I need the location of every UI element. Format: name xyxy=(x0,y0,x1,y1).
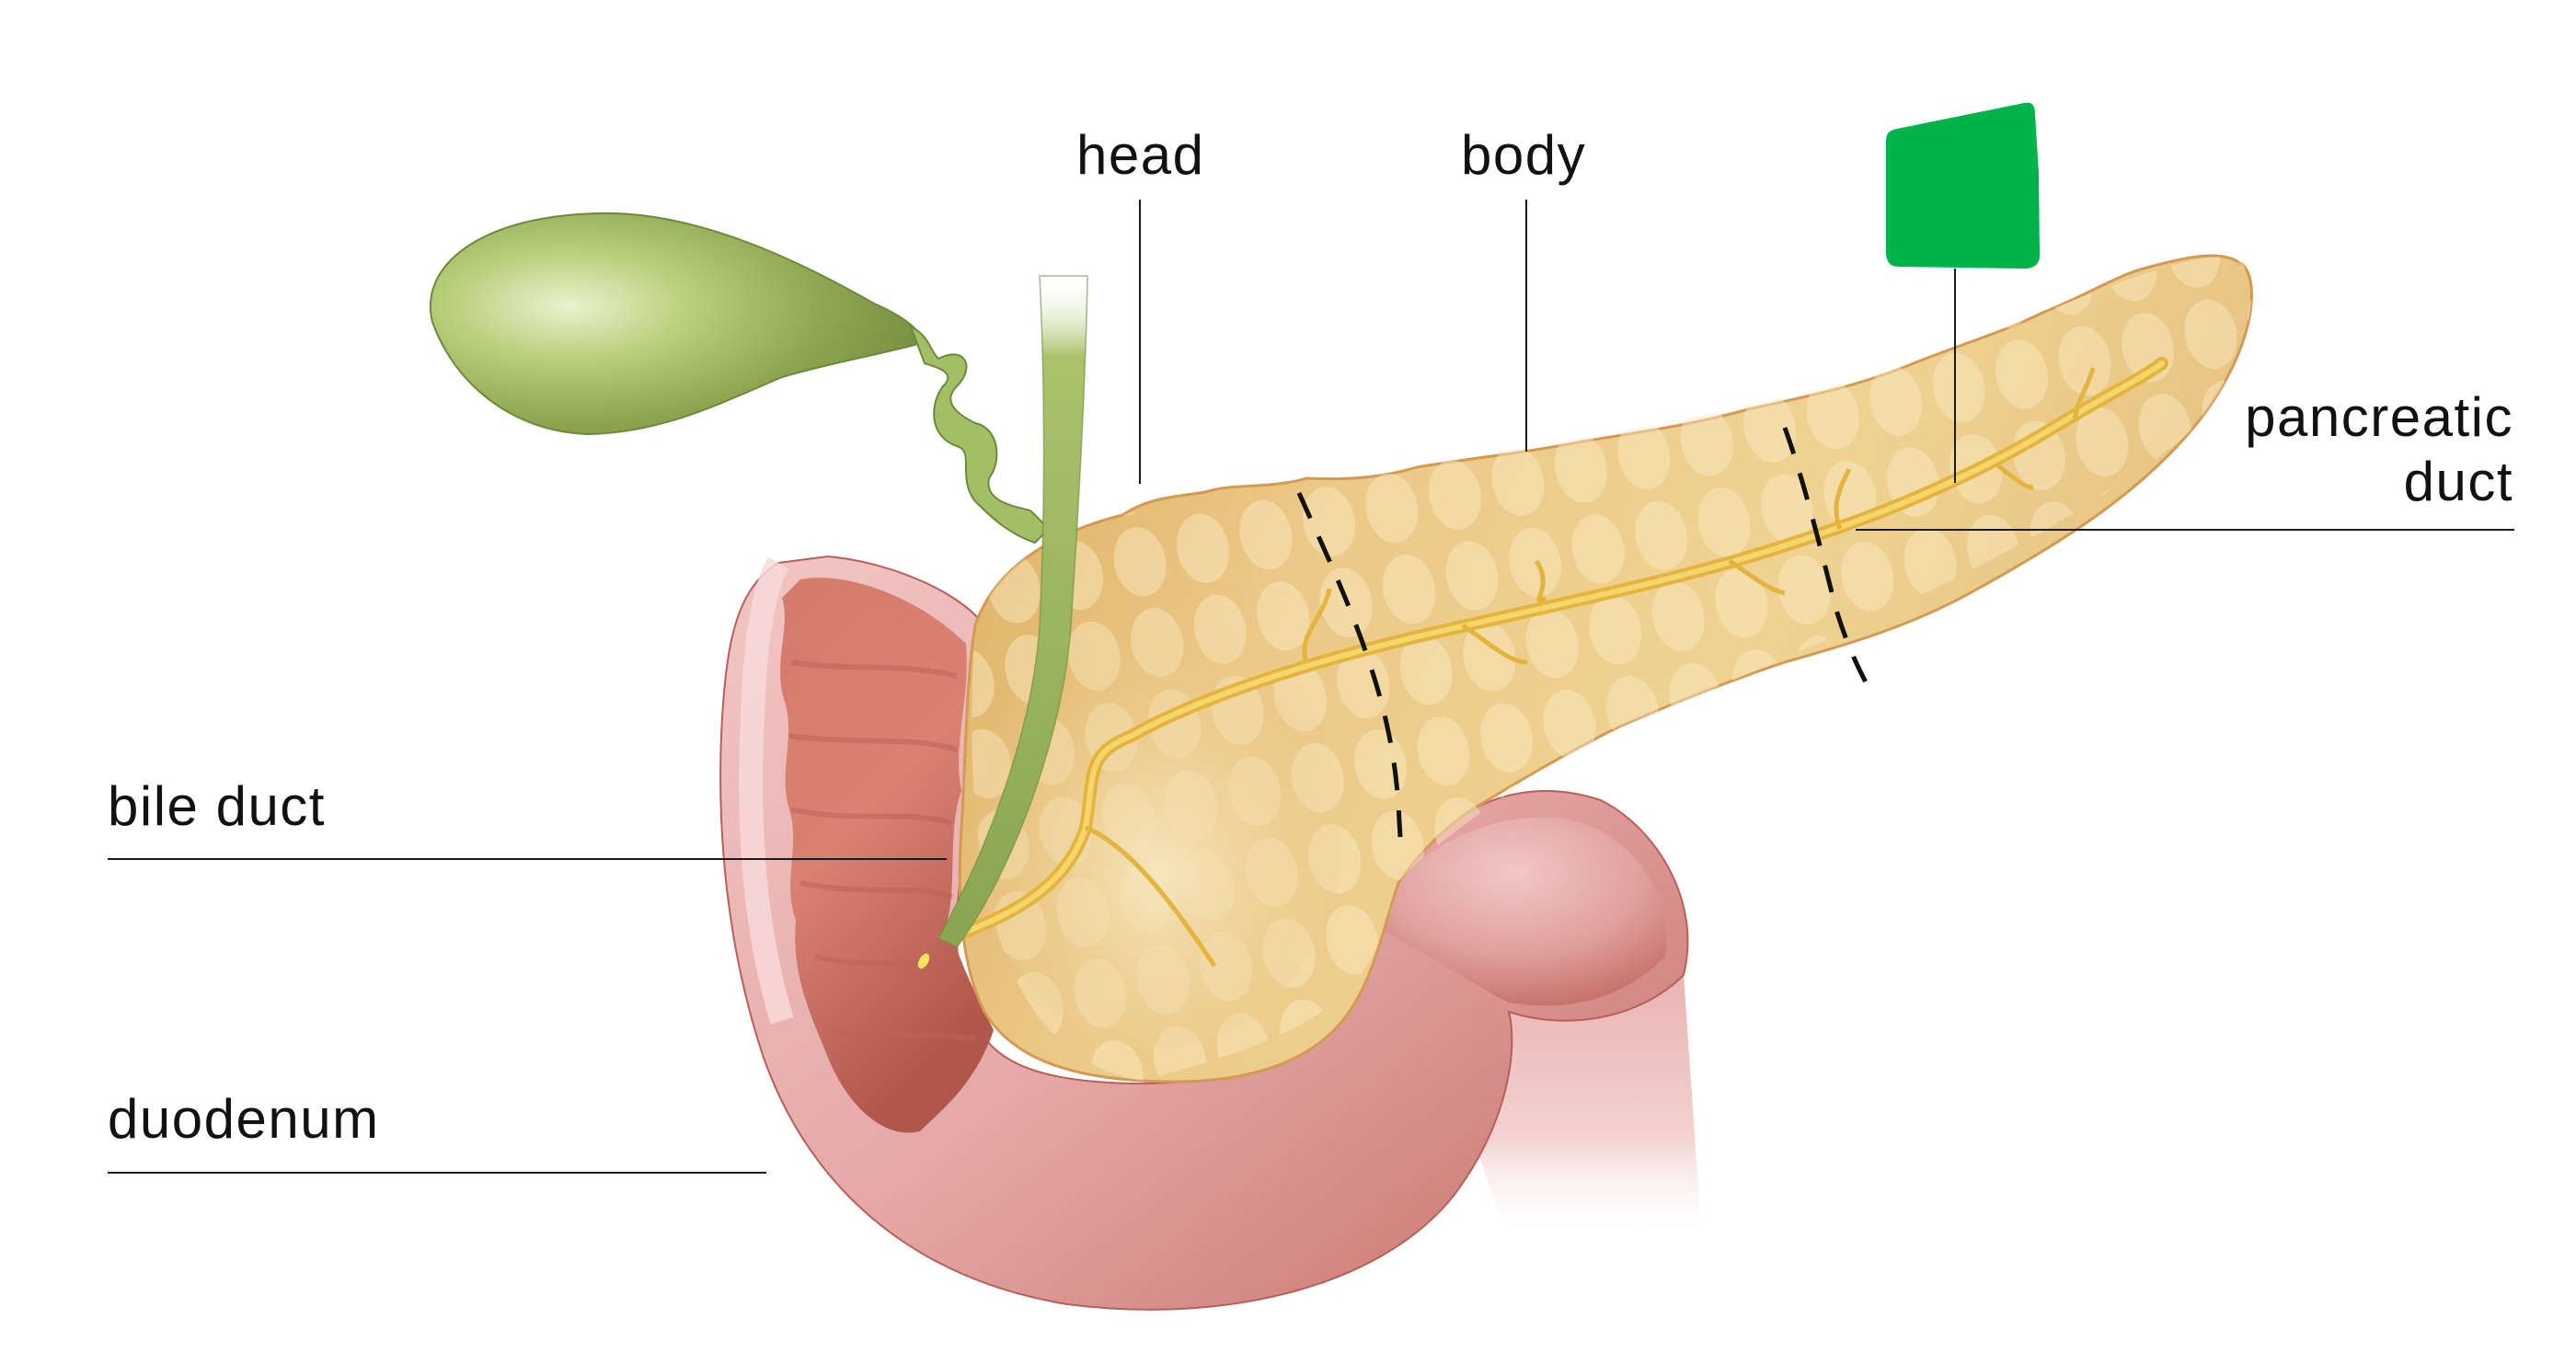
label-pancreatic-duct-line1: pancreatic xyxy=(2245,386,2513,448)
label-pancreatic-duct-line2: duct xyxy=(2403,451,2513,512)
label-duodenum: duodenum xyxy=(108,1088,380,1150)
leader-line-bile-duct xyxy=(108,858,947,860)
label-head: head xyxy=(1076,124,1205,186)
leader-line-head xyxy=(1139,200,1141,484)
duct-branches xyxy=(1085,367,2096,968)
leader-line-body xyxy=(1525,200,1527,452)
divider-head-body xyxy=(1296,491,1403,838)
common-bile-duct xyxy=(937,275,1088,948)
cystic-duct xyxy=(909,324,1051,544)
gallbladder-shape xyxy=(430,212,926,436)
ampulla xyxy=(917,953,930,969)
divider-body-tail xyxy=(1782,427,1872,692)
leader-line-tail xyxy=(1954,269,1956,483)
redaction-mask-tail-label xyxy=(1884,90,2042,270)
label-body: body xyxy=(1461,124,1587,186)
redaction-mask-shape xyxy=(1886,102,2040,269)
duodenum-rim xyxy=(739,556,794,1025)
duodenum-bend-highlight xyxy=(1362,817,1667,1006)
leader-line-pancreatic-duct xyxy=(1856,529,2514,531)
pancreas-head-highlight xyxy=(975,607,1343,1049)
mucosal-folds xyxy=(788,659,976,1042)
leader-line-duodenum xyxy=(108,1172,766,1174)
label-bile-duct: bile duct xyxy=(108,775,326,837)
duodenum-mucosa xyxy=(780,578,994,1133)
